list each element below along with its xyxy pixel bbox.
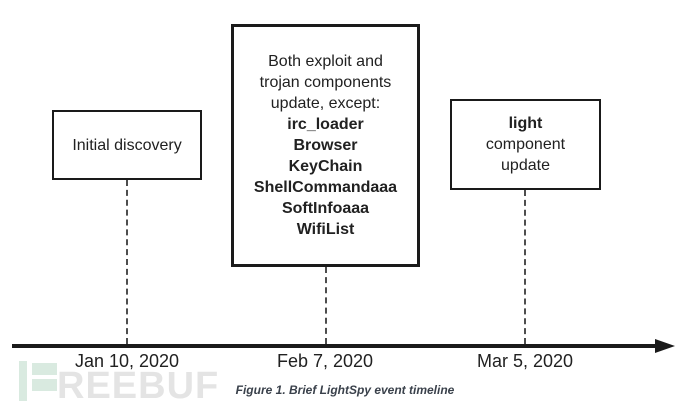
- figure-caption: Figure 1. Brief LightSpy event timeline: [235, 383, 455, 397]
- freebuf-logo-icon: [32, 379, 57, 391]
- initial-discovery-label: Initial discovery: [72, 136, 182, 154]
- update-component-item: ShellCommandaaa: [253, 179, 398, 196]
- update-intro-line: trojan components: [259, 74, 392, 91]
- connector-dashed-line-light: [524, 190, 526, 344]
- light-line: update: [501, 157, 550, 174]
- watermark-text: REEBUF: [57, 365, 220, 407]
- update-component-item: KeyChain: [288, 158, 363, 175]
- event-box-components-update: Both exploit and trojan components updat…: [231, 24, 420, 267]
- date-label-feb: Feb 7, 2020: [276, 351, 374, 371]
- timeline-axis: [12, 344, 658, 348]
- timeline-arrowhead-icon: [655, 339, 675, 353]
- update-component-item: WifiList: [296, 221, 355, 238]
- update-component-item: irc_loader: [287, 116, 364, 133]
- connector-dashed-line-initial: [126, 180, 128, 344]
- update-component-item: SoftInfoaaa: [281, 200, 370, 217]
- freebuf-logo-icon: [19, 361, 27, 401]
- update-component-item: Browser: [293, 137, 358, 154]
- light-label: light: [508, 115, 543, 132]
- light-line: component: [485, 136, 566, 153]
- freebuf-logo-icon: [32, 363, 57, 375]
- connector-dashed-line-update: [325, 267, 327, 344]
- update-intro-line: update, except:: [270, 95, 381, 112]
- date-label-mar: Mar 5, 2020: [476, 351, 574, 371]
- update-intro-line: Both exploit and: [268, 53, 383, 70]
- date-label-jan: Jan 10, 2020: [74, 351, 180, 371]
- event-box-initial-discovery: Initial discovery: [52, 110, 202, 180]
- event-box-light-update: light component update: [450, 99, 601, 190]
